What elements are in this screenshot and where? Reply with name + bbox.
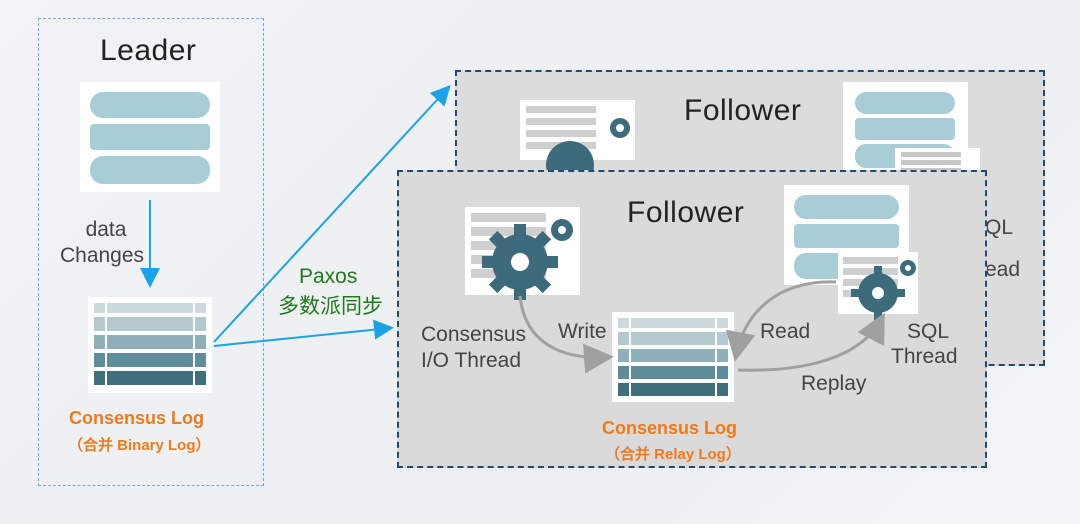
follower-log-title: Consensus Log [602,418,738,438]
follower-back-read-partial: ead [985,258,1021,281]
gear-icon [482,224,558,300]
leader-container [38,18,264,486]
follower-back-sql-partial: QL [985,216,1014,239]
data-changes-line2: Changes [59,244,145,267]
arrow-icon [213,319,394,347]
leader-log-subtitle: （合并 Binary Log） [68,437,211,454]
paxos-label: Paxos [299,265,358,288]
gear-icon [851,266,905,320]
write-label: Write [558,320,607,343]
follower-front-title: Follower [627,196,745,229]
gear-icon [610,118,630,138]
sql-thread-label-line2: Thread [891,345,958,368]
arrow-icon [213,85,451,343]
data-changes-line1: data [85,218,127,241]
arrow-icon [737,312,885,372]
leader-title: Leader [100,34,197,67]
replay-label: Replay [801,372,867,395]
follower-log-subtitle: （合并 Relay Log） [605,446,741,463]
log-table-icon [612,312,734,402]
read-label: Read [760,320,811,343]
paxos-label-cn: 多数派同步 [278,295,383,318]
gear-icon [551,219,573,241]
log-table-icon [88,297,212,393]
arrow-icon [518,295,614,374]
leader-log-title: Consensus Log [69,408,205,428]
io-thread-label-line2: I/O Thread [421,349,521,372]
io-thread-label-line1: Consensus [421,323,527,346]
follower-back-title: Follower [684,94,802,127]
gear-icon [900,260,916,276]
database-icon [80,82,220,192]
sql-thread-label-line1: SQL [907,320,950,343]
arrow-icon [725,280,837,362]
